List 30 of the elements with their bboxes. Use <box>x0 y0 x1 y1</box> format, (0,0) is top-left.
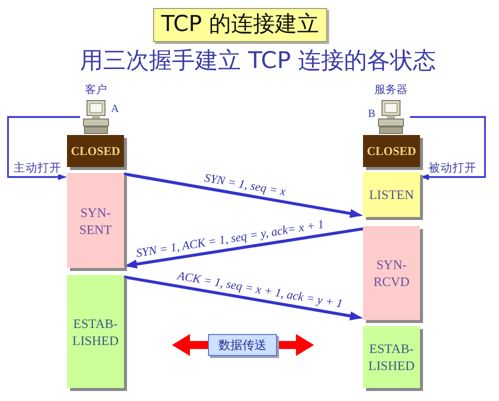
state-box <box>363 135 420 167</box>
tag-box <box>208 334 277 356</box>
state-box <box>67 173 124 268</box>
arrow <box>7 116 80 180</box>
arrow <box>277 334 314 356</box>
state-box <box>363 172 420 217</box>
arrow <box>124 172 364 218</box>
subtitle: 用三次握手建立 TCP 连接的各状态 <box>80 47 436 76</box>
state-label: SYN- RCVD <box>372 256 411 290</box>
device-letter: A <box>111 103 119 116</box>
device-letter: B <box>368 108 376 121</box>
state-label: ESTAB- LISHED <box>71 314 120 348</box>
state-box <box>363 326 420 388</box>
edge-label: 被动打开 <box>428 162 478 174</box>
state-label: ESTAB- LISHED <box>367 340 416 374</box>
state-label: CLOSED <box>366 142 418 160</box>
device-label: 服务器 <box>374 83 408 96</box>
state-label: LISTEN <box>368 186 415 203</box>
state-box <box>67 275 124 388</box>
device-label: 客户 <box>85 83 107 96</box>
state-label: CLOSED <box>70 142 122 160</box>
arrow <box>172 334 208 356</box>
tag-label: 数据传送 <box>218 338 266 352</box>
title: TCP 的连接建立 <box>153 8 327 42</box>
edge-label: 主动打开 <box>12 162 62 174</box>
arrow <box>124 276 364 320</box>
state-label: SYN- SENT <box>78 204 113 238</box>
arrow <box>410 116 486 180</box>
state-box <box>363 226 420 320</box>
state-box <box>67 135 124 167</box>
